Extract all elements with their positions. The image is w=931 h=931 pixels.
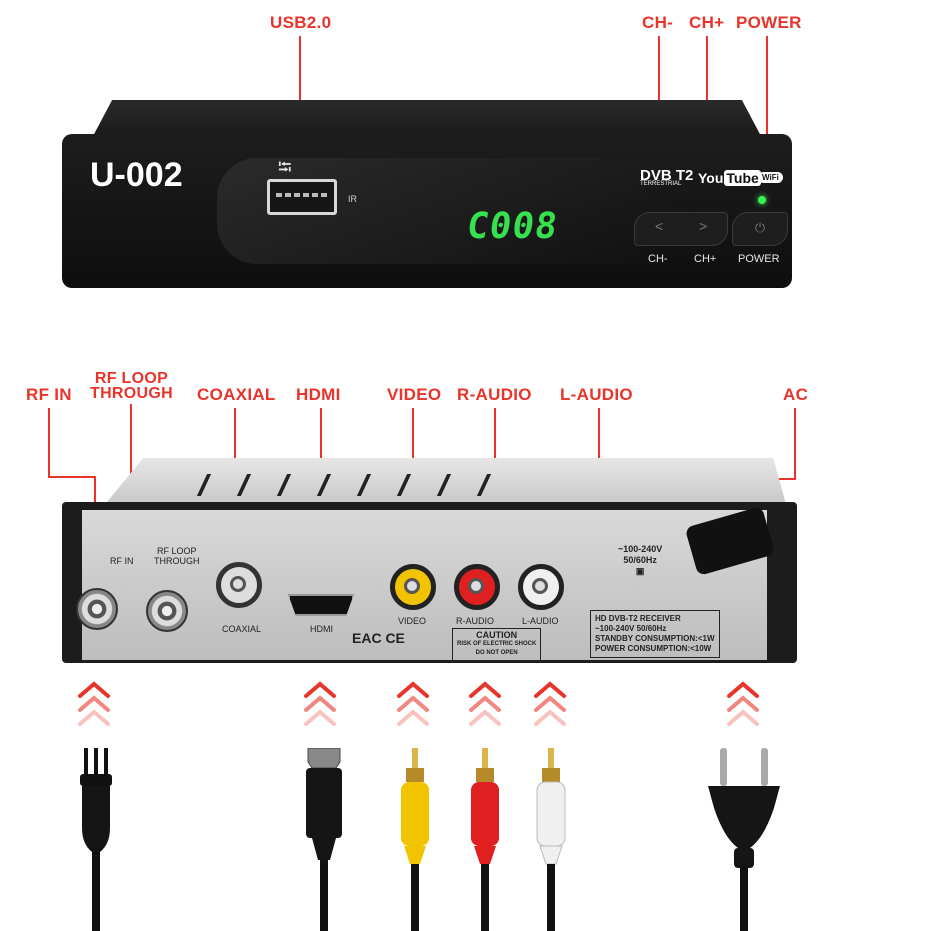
power-rating: ~100-240V 50/60Hz ▣ [618,544,662,577]
ch-minus-button[interactable]: < [655,218,664,234]
power-symbol-icon: ⏻ [754,220,766,235]
vent-slot [356,474,372,496]
rf-cable-plug-icon [80,748,112,931]
rf-in-label: RF IN [110,556,134,566]
vent-slot [236,474,252,496]
l-audio-callout: L-AUDIO [560,385,633,404]
vent-slot [396,474,412,496]
power-button[interactable]: ⏻ [732,212,788,246]
dvb-logo-text: DVB T2 [640,167,694,184]
spec-label: HD DVB-T2 RECEIVER ~100-240V 50/60Hz STA… [590,610,720,658]
ch-minus-label: CH- [648,253,668,265]
vent-slot [276,474,292,496]
power-label: POWER [738,253,780,265]
rf-in-leader [48,476,94,478]
channel-buttons: < > [634,212,728,246]
usb-icon: ⭾ [278,157,292,177]
rf-loop-callout-line2: THROUGH [90,385,173,402]
vent-slot [476,474,492,496]
coaxial-label: COAXIAL [222,624,262,634]
caution-line1: RISK OF ELECTRIC SHOCK [457,641,537,647]
hdmi-port[interactable] [288,594,354,616]
r-audio-leader [494,408,496,484]
caution-line2: DO NOT OPEN [475,650,518,656]
power-leader [766,36,768,218]
coaxial-port[interactable] [216,562,262,608]
youtube-logo-b: Tube [724,170,761,186]
r-audio-label: R-AUDIO [456,616,494,626]
certification-marks: EAC CE [352,630,405,646]
power-callout: POWER [736,13,802,32]
rf-loop-port[interactable] [146,590,188,632]
r-audio-callout: R-AUDIO [457,385,532,404]
front-panel: U-002 [62,134,792,288]
vent-slot [436,474,452,496]
spec-line3: STANDBY CONSUMPTION:<1W [595,634,715,643]
chevron-up-icon [78,681,110,726]
vent-slot [196,474,212,496]
vent-slot [316,474,332,496]
r-audio-cable-plug-icon [471,748,499,931]
l-audio-leader [598,408,600,486]
front-top-surface [92,100,762,138]
video-label: VIDEO [398,616,427,626]
ch-plus-label: CH+ [694,253,717,265]
caution-label: CAUTION RISK OF ELECTRIC SHOCK DO NOT OP… [452,628,542,661]
hdmi-label: HDMI [310,624,333,634]
l-audio-cable-plug-icon [536,748,566,931]
caution-title: CAUTION [476,630,518,640]
hdmi-cable-plug-icon [306,748,342,931]
double-insulation-icon: ▣ [635,566,645,576]
ac-leader [794,408,796,480]
video-callout: VIDEO [387,385,442,404]
chevron-up-icon [534,681,566,726]
ir-label: IR [348,194,357,204]
ch-plus-callout: CH+ [689,13,725,32]
model-name: U-002 [90,156,183,194]
l-audio-port[interactable] [518,564,564,610]
spec-line1: HD DVB-T2 RECEIVER [595,614,681,623]
rf-loop-label-line2: THROUGH [154,556,200,566]
video-port[interactable] [390,564,436,610]
rf-loop-callout-line1: RF LOOP [94,370,169,387]
rf-loop-leader [130,404,132,478]
rf-loop-label-line1: RF LOOP [156,546,197,556]
usb-callout: USB2.0 [270,13,332,32]
coaxial-callout: COAXIAL [197,385,276,404]
r-audio-port[interactable] [454,564,500,610]
chevron-up-icon [469,681,501,726]
usb-port[interactable] [267,179,337,215]
ch-minus-callout: CH- [642,13,674,32]
chevron-up-icon [397,681,429,726]
spec-line2: ~100-240V 50/60Hz [595,624,667,633]
ac-callout: AC [783,385,809,404]
dvb-logo-sub: TERRESTRIAL [640,181,682,187]
ac-power-plug-icon [708,748,780,931]
rear-top-surface [102,458,787,508]
power-led [758,196,766,204]
freq-text: 50/60Hz [623,555,657,565]
video-cable-plug-icon [401,748,429,931]
rf-in-leader [48,408,50,476]
wifi-logo: WiFi [758,172,783,183]
led-display: C008 [464,206,561,247]
chevron-up-icon [304,681,336,726]
rf-in-callout: RF IN [26,385,72,404]
youtube-logo-a: You [698,170,724,186]
l-audio-label: L-AUDIO [522,616,559,626]
ch-plus-button[interactable]: > [699,218,708,234]
rf-in-port[interactable] [76,588,118,630]
voltage-text: ~100-240V [618,544,663,554]
chevron-up-icon [727,681,759,726]
hdmi-callout: HDMI [296,385,341,404]
spec-line4: POWER CONSUMPTION:<10W [595,644,712,653]
